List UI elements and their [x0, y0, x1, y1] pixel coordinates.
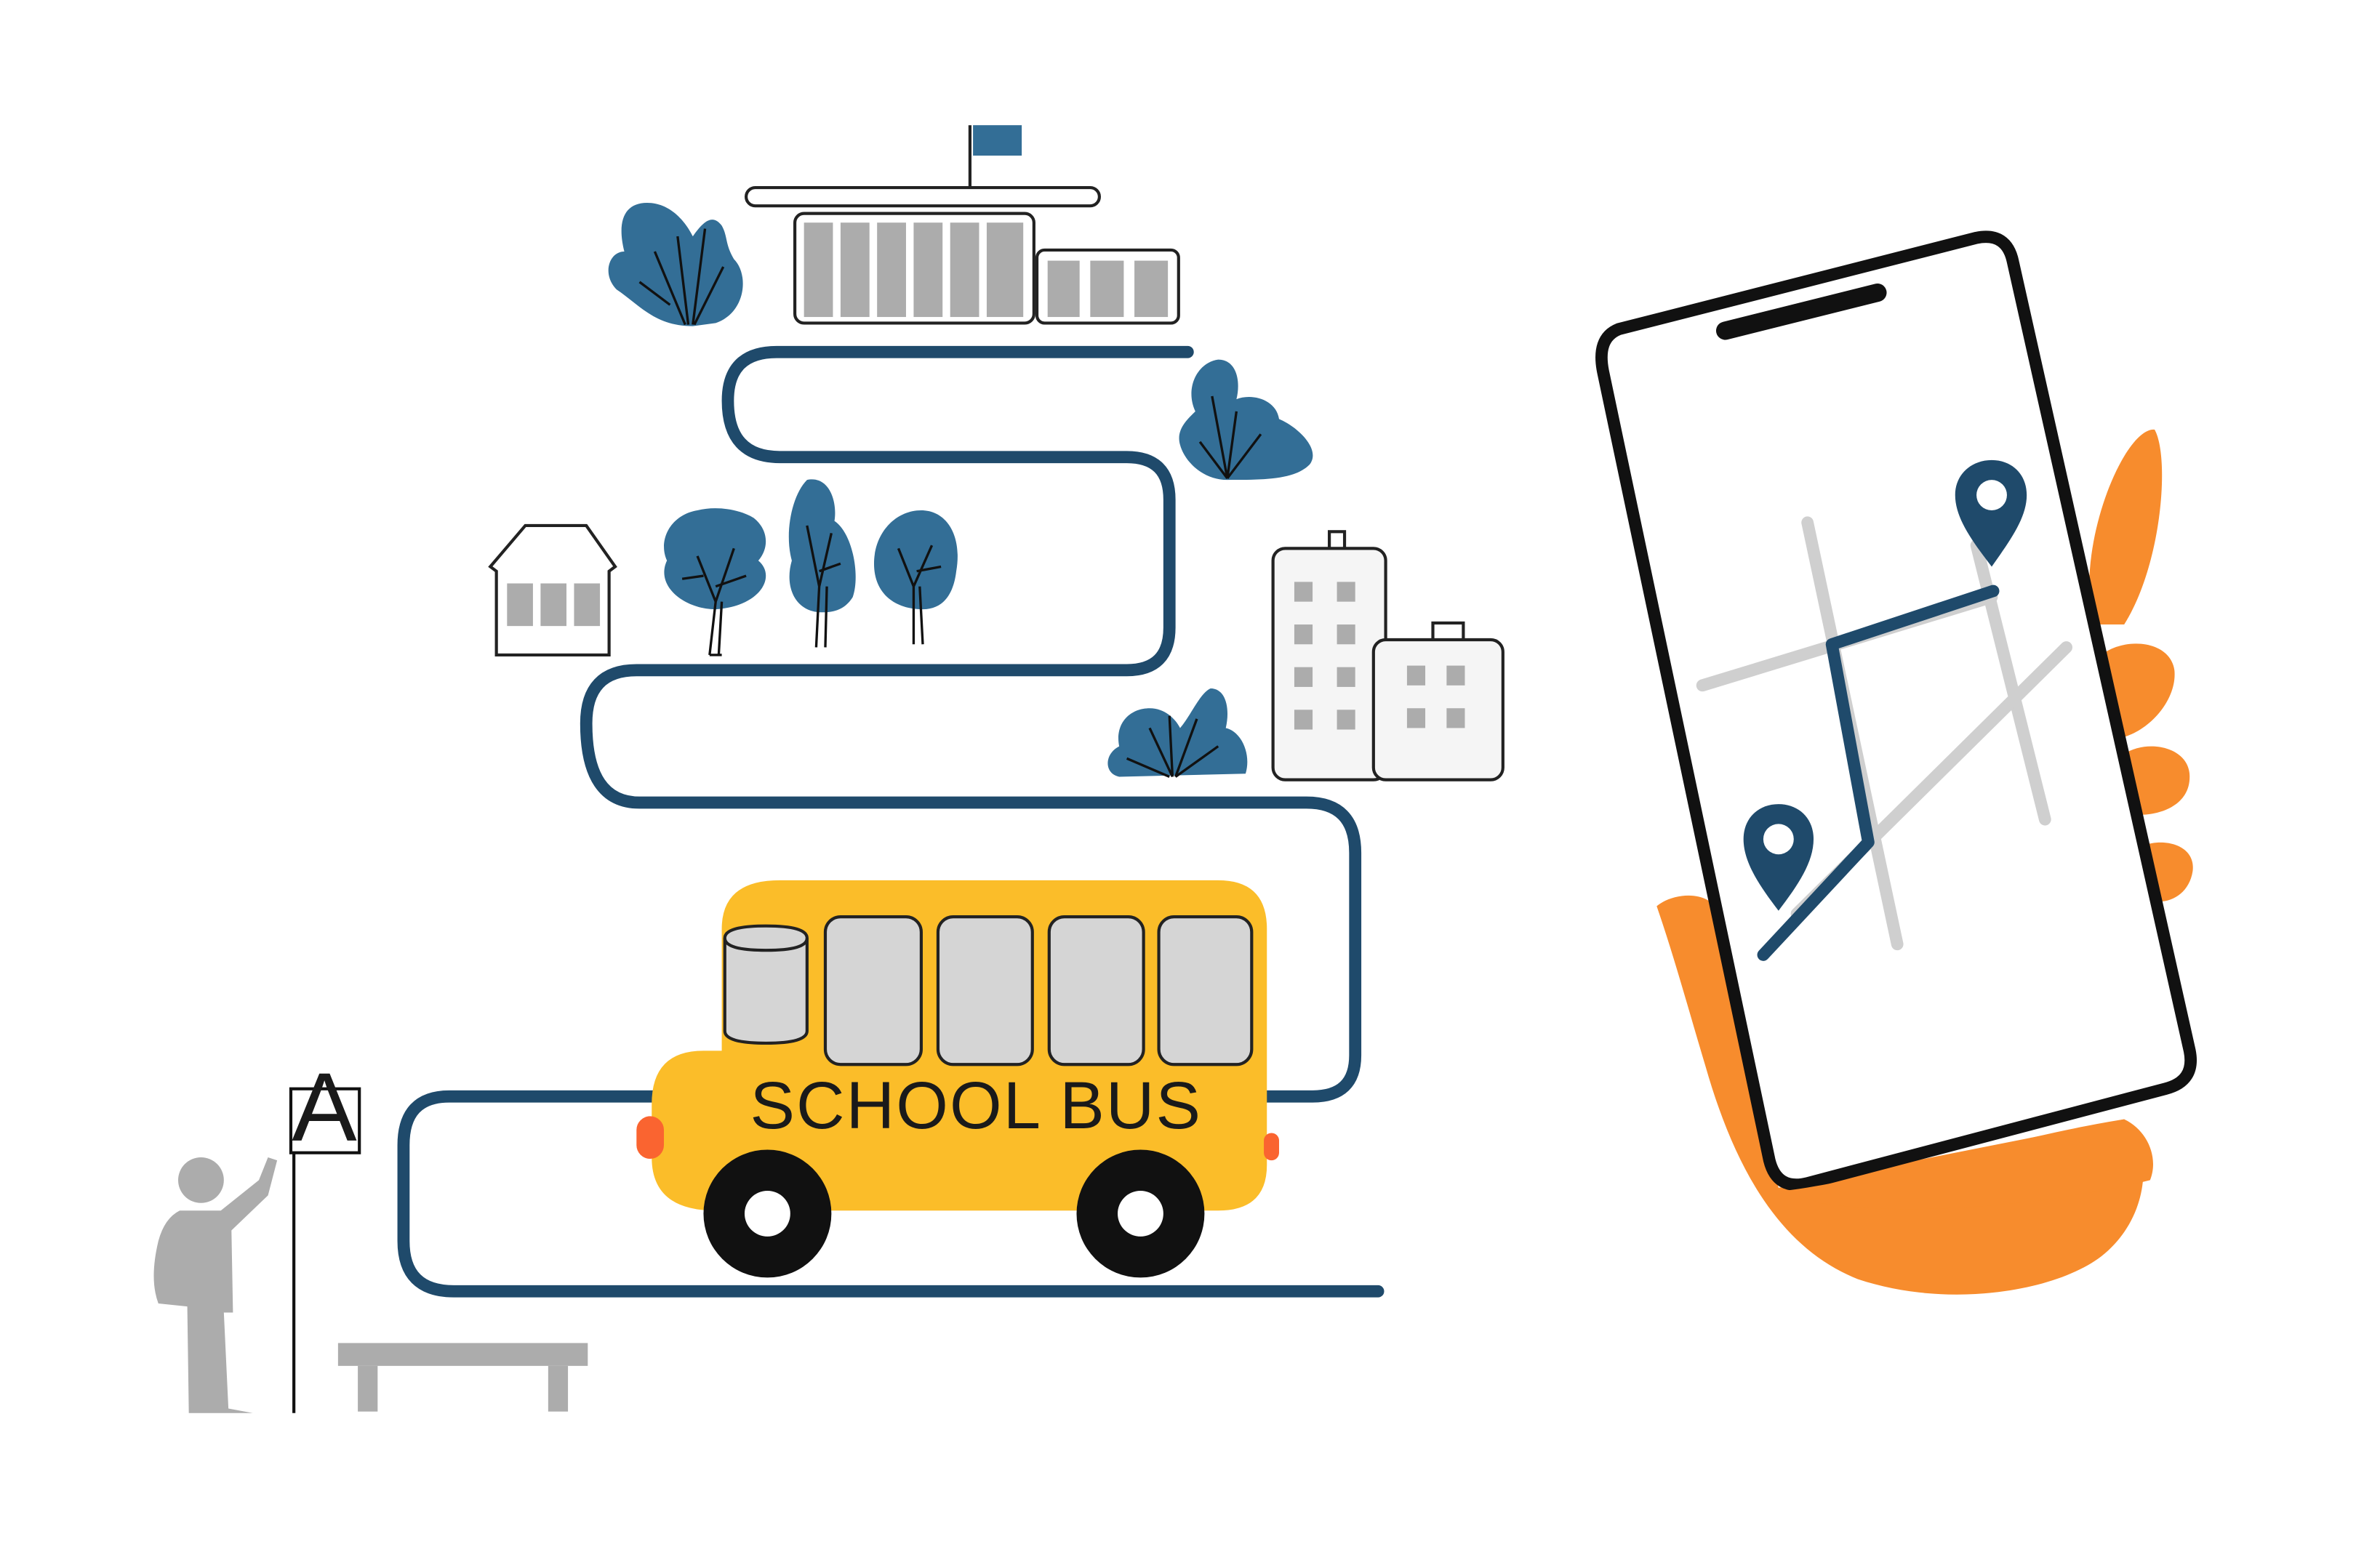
winding-road: [397, 345, 1385, 1298]
bus-stop-sign-icon: A: [289, 1053, 361, 1413]
school-building: [744, 125, 1180, 325]
bench-icon: [337, 1343, 588, 1412]
map-route: [1757, 584, 2000, 961]
bus-window: [936, 915, 1034, 1066]
tree-icon: [664, 508, 766, 656]
bus-windshield: [723, 924, 809, 1045]
office-buildings-icon: [1271, 530, 1504, 781]
school-bus-icon: SCHOOL BUS: [636, 880, 1280, 1278]
bush-icon: [1179, 359, 1313, 481]
bus-front-light: [636, 1116, 665, 1160]
flag-icon: [973, 125, 1022, 156]
tree-icon: [873, 510, 958, 645]
tree-icon: [788, 479, 856, 648]
bus-stop-letter: A: [292, 1053, 357, 1162]
bus-window: [823, 915, 923, 1066]
bus-wheel: [1076, 1149, 1205, 1278]
bus-label: SCHOOL BUS: [750, 1068, 1202, 1143]
person-icon: [153, 1157, 278, 1413]
bus-rear-light: [1264, 1133, 1280, 1161]
map-pin-icon: [1743, 804, 1814, 911]
smartphone-icon: [1595, 230, 2197, 1191]
bus-window: [1047, 915, 1145, 1066]
bush-icon: [608, 202, 743, 326]
house-icon: [488, 523, 617, 657]
bus-window: [1157, 915, 1254, 1066]
bush-icon: [1107, 688, 1248, 778]
hand-thumb: [1784, 1119, 2153, 1210]
phone-speaker-notch: [1715, 283, 1887, 340]
map-pin-icon: [1955, 459, 2027, 567]
bus-wheel: [703, 1149, 832, 1278]
